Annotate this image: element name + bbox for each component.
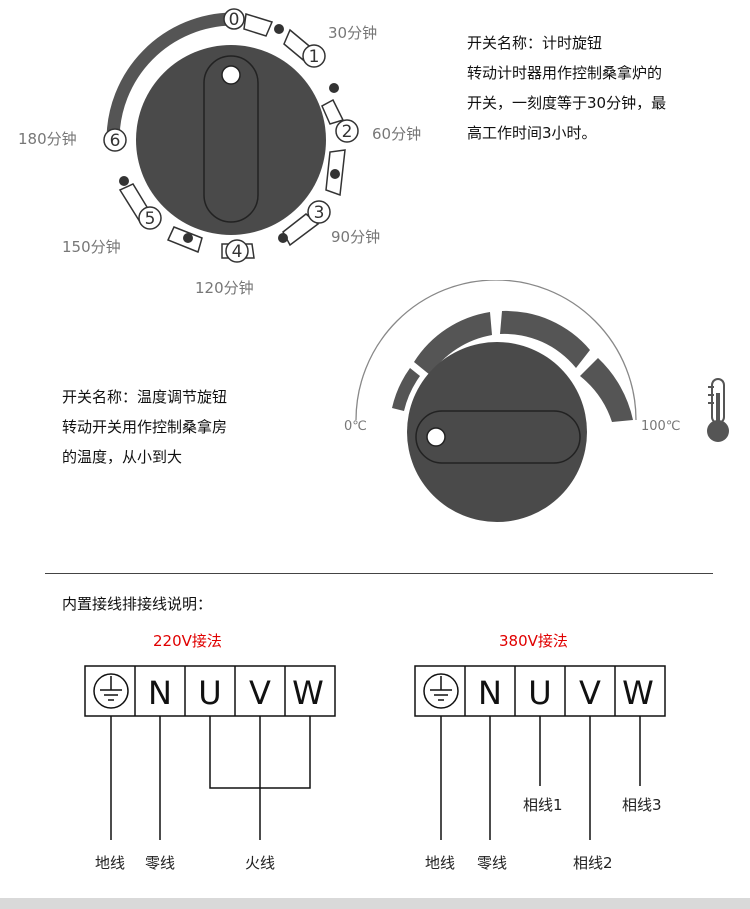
timer-knob-indicator: [221, 65, 241, 85]
temp-outer-arc: [355, 280, 637, 421]
temp-desc-line: 转动开关用作控制桑拿房: [62, 418, 228, 436]
label-60min: 60分钟: [372, 125, 422, 143]
timer-desc-line: 转动计时器用作控制桑拿炉的: [467, 64, 663, 82]
dial-number-0: 0: [229, 10, 240, 30]
label-phase1: 相线1: [523, 796, 563, 814]
wiring-380v-diagram: N U V W: [414, 665, 666, 840]
dial-number-1: 1: [309, 47, 320, 67]
terminal-n: N: [148, 674, 172, 712]
thermometer-icon: [707, 378, 729, 442]
temp-scale-segments: [392, 310, 633, 422]
wiring-220v-title: 220V接法: [153, 632, 222, 650]
ground-icon: [423, 673, 459, 709]
temp-knob-grip[interactable]: [415, 410, 581, 464]
label-live-220: 火线: [245, 854, 276, 872]
timer-scale-dots: [119, 24, 340, 243]
wires-380v: [440, 716, 641, 840]
label-ground-380: 地线: [425, 854, 456, 872]
label-neutral-380: 零线: [477, 854, 508, 872]
terminal-v: V: [579, 674, 601, 712]
timer-progress-arc: [106, 12, 233, 141]
temp-min-label: 0℃: [344, 419, 367, 434]
timer-knob-grip[interactable]: [203, 55, 259, 223]
ground-icon: [93, 673, 129, 709]
dial-number-3: 3: [314, 203, 325, 223]
terminal-w: W: [292, 674, 324, 712]
dial-number-5: 5: [145, 209, 156, 229]
dial-number-6: 6: [110, 131, 121, 151]
footer-bar: [0, 898, 750, 909]
timer-desc-line: 高工作时间3小时。: [467, 124, 597, 142]
terminal-u: U: [198, 674, 221, 712]
label-150min: 150分钟: [62, 238, 121, 256]
timer-desc-line: 开关名称：计时旋钮: [467, 34, 603, 52]
label-180min: 180分钟: [18, 130, 77, 148]
dial-number-4: 4: [232, 242, 243, 262]
section-divider: [45, 573, 713, 574]
label-30min: 30分钟: [328, 24, 378, 42]
dial-number-2: 2: [342, 122, 353, 142]
timer-desc-line: 开关，一刻度等于30分钟，最: [467, 94, 667, 112]
label-ground-220: 地线: [95, 854, 126, 872]
label-90min: 90分钟: [331, 228, 381, 246]
timer-description: 开关名称：计时旋钮 转动计时器用作控制桑拿炉的 开关，一刻度等于30分钟，最 高…: [467, 28, 666, 148]
terminal-v: V: [249, 674, 271, 712]
wires-220v: [110, 716, 311, 840]
timer-knob-graphic: 0 1 2 3 4 5 6: [103, 8, 359, 263]
timer-number-circles: [103, 8, 359, 263]
label-phase3: 相线3: [622, 796, 662, 814]
terminal-u: U: [528, 674, 551, 712]
temp-knob-indicator: [426, 427, 446, 447]
temp-description: 开关名称：温度调节旋钮 转动开关用作控制桑拿房 的温度，从小到大: [62, 382, 227, 472]
label-120min: 120分钟: [195, 279, 254, 297]
temp-desc-line: 开关名称：温度调节旋钮: [62, 388, 228, 406]
label-neutral-220: 零线: [145, 854, 176, 872]
wiring-heading: 内置接线排接线说明：: [62, 595, 213, 613]
terminal-w: W: [622, 674, 654, 712]
wiring-380v-title: 380V接法: [499, 632, 568, 650]
terminal-n: N: [478, 674, 502, 712]
temp-desc-line: 的温度，从小到大: [62, 448, 183, 466]
wiring-220v-diagram: N U V W: [84, 665, 336, 840]
label-phase2: 相线2: [573, 854, 613, 872]
temp-knob-graphic: [355, 280, 637, 522]
temp-max-label: 100℃: [641, 419, 681, 434]
